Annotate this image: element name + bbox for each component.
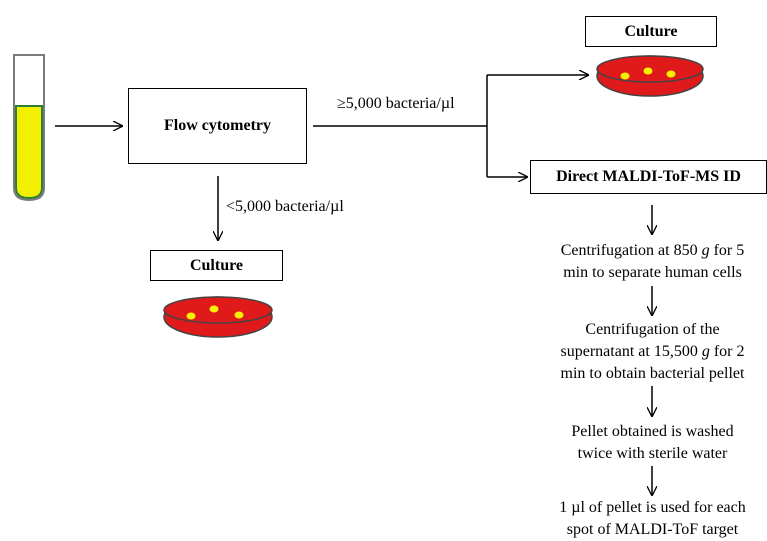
- test-tube-icon: [13, 54, 45, 202]
- high-threshold-label: ≥5,000 bacteria/µl: [337, 95, 455, 112]
- culture-box-bottom: Culture: [150, 250, 283, 281]
- step-4-spotting: 1 µl of pellet is used for each spot of …: [559, 499, 746, 538]
- step-2-supernatant-centrifugation: Centrifugation of the supernatant at 15,…: [560, 321, 745, 382]
- low-threshold-label: <5,000 bacteria/µl: [226, 198, 344, 215]
- step-3-washing: Pellet obtained is washed twice with ste…: [571, 423, 734, 462]
- petri-dish-icon: [163, 296, 273, 338]
- step-1-centrifugation: Centrifugation at 850 g for 5 min to sep…: [560, 242, 745, 281]
- direct-maldi-id-box: Direct MALDI-ToF-MS ID: [530, 160, 767, 194]
- culture-box-top: Culture: [585, 16, 717, 47]
- petri-dish-icon: [596, 55, 704, 97]
- flow-cytometry-box: Flow cytometry: [128, 88, 307, 164]
